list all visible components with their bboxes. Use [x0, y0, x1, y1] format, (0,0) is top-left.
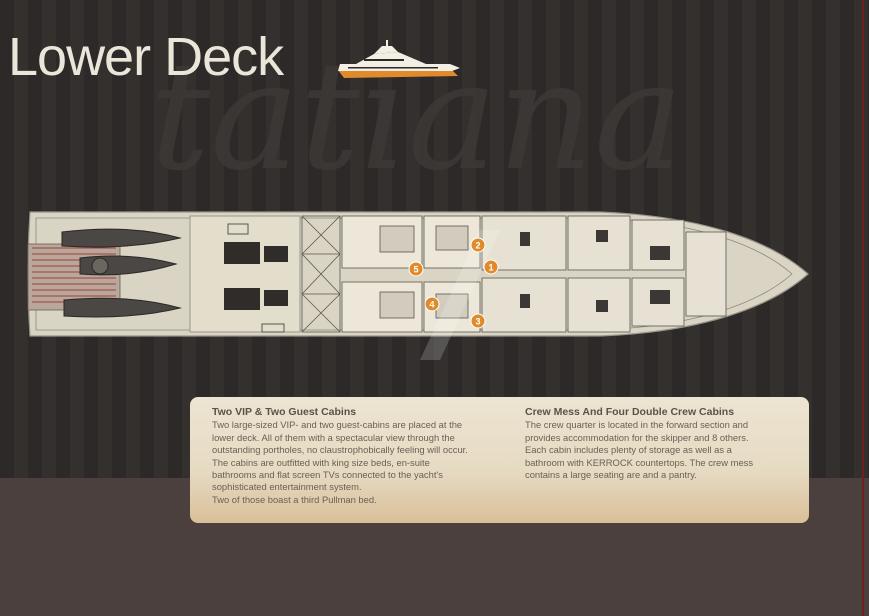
- guest-cabins-description: Two VIP & Two Guest Cabins Two large-siz…: [212, 406, 502, 506]
- page-title: Lower Deck: [8, 27, 284, 87]
- text-line: lower deck. All of them with a spectacul…: [212, 431, 455, 443]
- crew-heading: Crew Mess And Four Double Crew Cabins: [525, 406, 735, 418]
- guest-cabins-heading: Two VIP & Two Guest Cabins: [212, 406, 357, 418]
- text-line: Each cabin includes plenty of storage as…: [525, 444, 732, 456]
- svg-text:3: 3: [475, 317, 480, 327]
- text-line: The cabins are outfitted with king size …: [212, 456, 430, 468]
- watermark-text: tatiana: [150, 30, 683, 204]
- marker-4: 4: [424, 296, 440, 312]
- svg-text:5: 5: [413, 265, 418, 275]
- garage: [189, 215, 301, 333]
- text-line: contains a large seating are and a pantr…: [525, 469, 697, 481]
- text-line: provides accommodation for the skipper a…: [525, 431, 749, 443]
- svg-text:2: 2: [475, 241, 480, 251]
- marker-2: 2: [470, 237, 486, 253]
- text-line: bathrooms and flat screen TVs connected …: [212, 469, 443, 481]
- text-line: Two large-sized VIP- and two guest-cabin…: [212, 419, 463, 431]
- cabin-markers: 2 1 5 4 3: [408, 237, 499, 329]
- text-line: sophisticated entertainment system.: [212, 481, 362, 493]
- marker-3: 3: [470, 313, 486, 329]
- engine-room: [301, 215, 341, 333]
- text-line: The crew quarter is located in the forwa…: [525, 419, 749, 431]
- svg-text:1: 1: [488, 263, 493, 273]
- svg-text:4: 4: [429, 300, 434, 310]
- deck-plan: 2 1 5 4 3: [27, 211, 809, 360]
- guest-cabins: [341, 215, 481, 333]
- text-line: bathroom with KERROCK countertops. The c…: [525, 456, 754, 468]
- crew-description: Crew Mess And Four Double Crew Cabins Th…: [525, 406, 790, 481]
- tender-boats: [61, 228, 182, 318]
- crew-quarters: [481, 215, 727, 333]
- text-line: outstanding portholes, no claustrophobic…: [212, 444, 468, 456]
- marker-5: 5: [408, 261, 424, 277]
- text-line: Two of those boast a third Pullman bed.: [212, 493, 377, 505]
- page-edge: [862, 0, 864, 616]
- info-panel: Two VIP & Two Guest Cabins Two large-siz…: [190, 397, 809, 523]
- yacht-icon: [338, 40, 460, 78]
- marker-1: 1: [483, 259, 499, 275]
